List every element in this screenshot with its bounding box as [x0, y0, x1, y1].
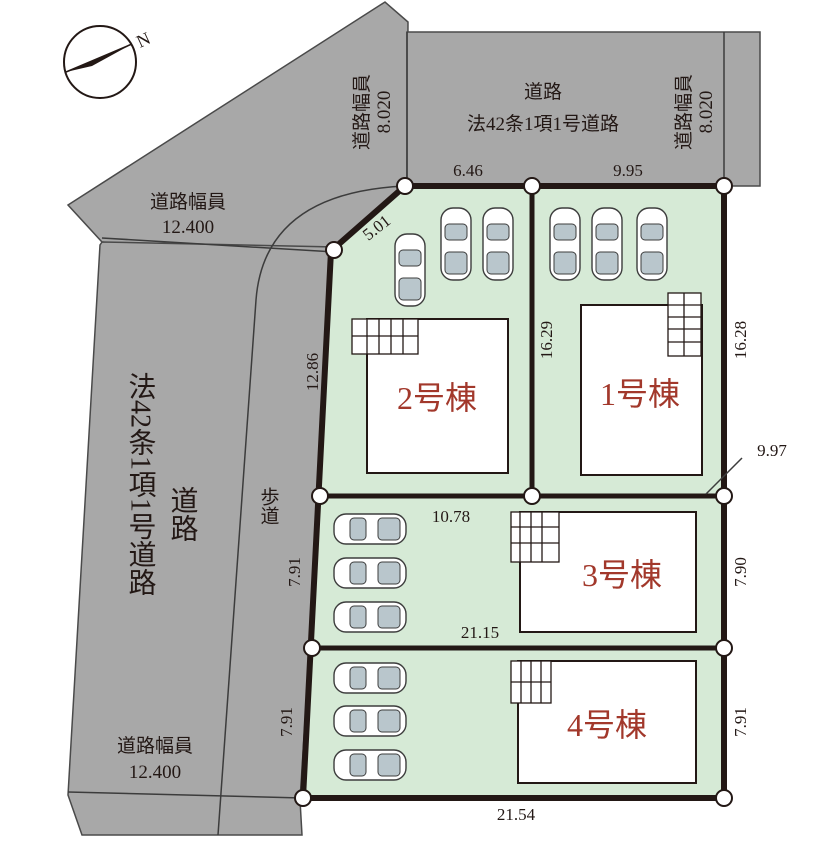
car-icon [333, 662, 407, 694]
house-1-label: 1号棟 [600, 376, 680, 412]
corner-marker [303, 639, 321, 657]
west-width-top-value: 12.400 [162, 217, 214, 238]
west-width-bottom-value: 12.400 [129, 762, 181, 783]
corner-marker [523, 177, 541, 195]
north-width-left-value: 8.020 [374, 91, 395, 134]
dim-east-lot4: 7.91 [731, 707, 750, 737]
parking-cars-group [333, 207, 668, 781]
west-width-line-top [101, 237, 336, 253]
west-width-line-bottom [67, 791, 303, 799]
north-arrow-icon: N [63, 25, 153, 99]
house-2-label: 2号棟 [397, 380, 477, 416]
dim-divider-1-2: 16.29 [537, 321, 556, 359]
car-icon [333, 557, 407, 589]
sidewalk-label: 歩道 [258, 487, 280, 525]
west-width-top-label: 道路幅員 [150, 191, 226, 213]
corner-marker [294, 789, 312, 807]
north-width-left-label: 道路幅員 [351, 74, 373, 150]
car-icon [549, 207, 581, 281]
dim-west-lot4: 7.91 [277, 707, 296, 737]
dim-west-lot3: 7.91 [285, 557, 304, 587]
dim-divider-2-3: 10.78 [432, 507, 470, 526]
car-icon [333, 749, 407, 781]
dim-west-lot2: 12.86 [303, 353, 322, 391]
site-boundary [300, 183, 727, 801]
compass-north-label: N [133, 28, 153, 52]
car-icon [333, 705, 407, 737]
corner-marker [325, 241, 343, 259]
car-icon [591, 207, 623, 281]
house-3-entrance-icon [510, 511, 560, 563]
dim-north-right: 9.95 [613, 161, 643, 180]
car-icon [394, 233, 426, 307]
corner-marker [715, 639, 733, 657]
sidewalk-line [217, 185, 406, 836]
corner-marker [715, 177, 733, 195]
north-road-law: 法42条1項1号道路 [467, 113, 619, 135]
house-4-entrance-icon [510, 660, 552, 704]
house-3-label: 3号棟 [582, 557, 662, 593]
dim-north-left: 6.46 [453, 161, 483, 180]
corner-marker [396, 177, 414, 195]
north-width-right: 道路幅員 8.020 [673, 74, 717, 150]
road-west [67, 241, 336, 836]
north-road-name: 道路 [524, 81, 562, 103]
dim-east-corner: 9.97 [757, 441, 787, 460]
house-1-entrance-icon [667, 292, 702, 357]
corner-marker [311, 487, 329, 505]
dim-south: 21.54 [497, 805, 536, 824]
dim-divider-3-4: 21.15 [461, 623, 499, 642]
north-width-right-label: 道路幅員 [673, 74, 695, 150]
north-width-left: 道路幅員 8.020 [351, 74, 395, 150]
car-icon [333, 601, 407, 633]
corner-marker [523, 487, 541, 505]
west-road-name: 道路 [167, 486, 198, 542]
corner-marker [715, 487, 733, 505]
corner-marker [715, 789, 733, 807]
leader-line-9-97 [705, 457, 743, 495]
car-icon [333, 513, 407, 545]
west-road-law: 法42条1項1号道路 [125, 372, 157, 596]
car-icon [440, 207, 472, 281]
dim-east-lot1: 16.28 [731, 321, 750, 359]
dim-east-lot3: 7.90 [731, 557, 750, 587]
north-width-right-value: 8.020 [696, 91, 717, 134]
house-2-entrance-icon [351, 318, 419, 355]
car-icon [482, 207, 514, 281]
west-width-bottom-label: 道路幅員 [117, 735, 193, 757]
car-icon [636, 207, 668, 281]
house-4-label: 4号棟 [567, 707, 647, 743]
